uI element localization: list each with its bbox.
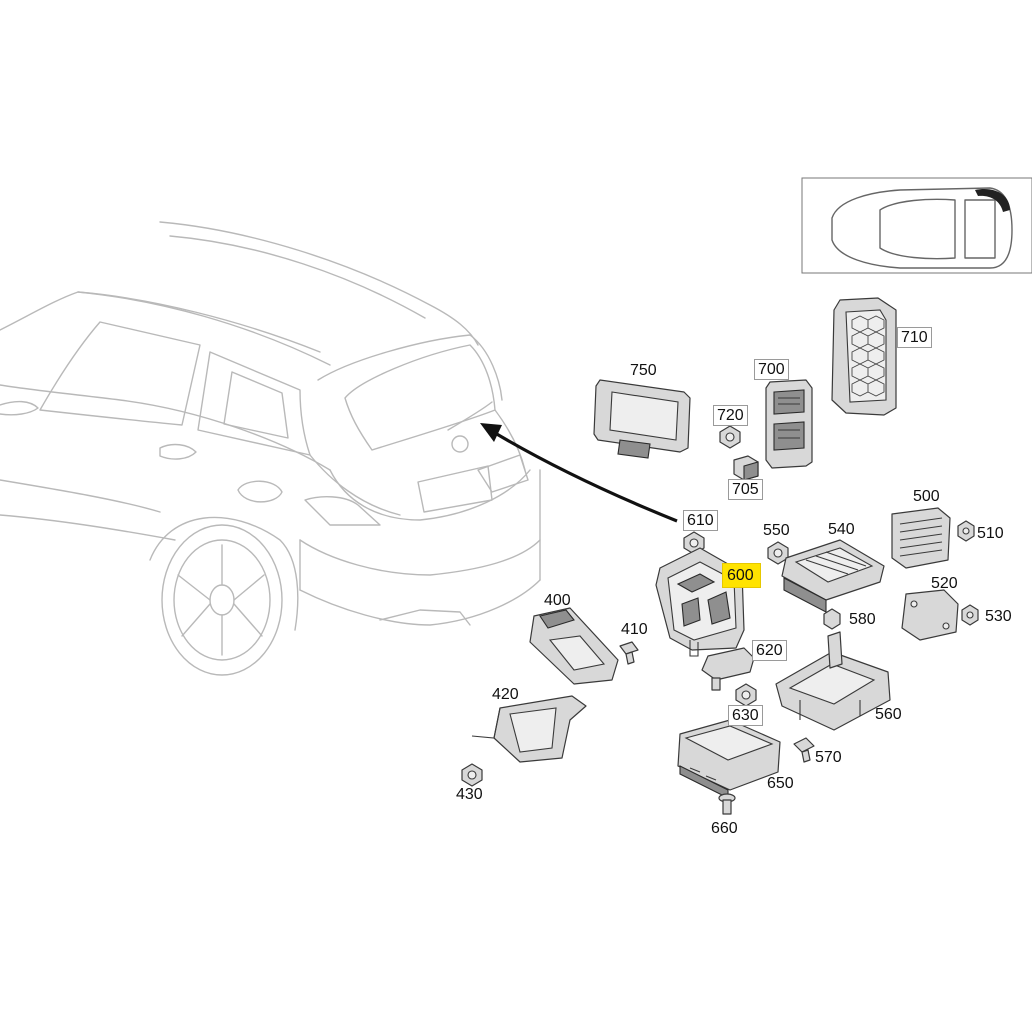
callout-580[interactable]: 580: [849, 611, 876, 628]
callout-400[interactable]: 400: [544, 592, 571, 609]
part-580-nut[interactable]: [823, 608, 841, 630]
callout-660[interactable]: 660: [711, 820, 738, 837]
callout-510[interactable]: 510: [977, 525, 1004, 542]
part-750-module[interactable]: [593, 379, 691, 459]
callout-650[interactable]: 650: [767, 775, 794, 792]
part-530-nut[interactable]: [961, 604, 979, 626]
callout-750[interactable]: 750: [630, 362, 657, 379]
part-420-bracket[interactable]: [471, 695, 587, 763]
callout-550[interactable]: 550: [763, 522, 790, 539]
part-720-nut[interactable]: [719, 425, 741, 449]
part-630-nut[interactable]: [735, 683, 757, 707]
callout-720[interactable]: 720: [713, 405, 748, 426]
part-705-relay[interactable]: [733, 455, 759, 481]
callout-630[interactable]: 630: [728, 705, 763, 726]
callout-700[interactable]: 700: [754, 359, 789, 380]
callout-420[interactable]: 420: [492, 686, 519, 703]
vehicle-outline: [0, 221, 541, 676]
part-510-nut[interactable]: [957, 520, 975, 542]
part-700-relay-carrier[interactable]: [765, 379, 813, 469]
part-710-bracket[interactable]: [831, 297, 897, 416]
callout-705[interactable]: 705: [728, 479, 763, 500]
callout-560[interactable]: 560: [875, 706, 902, 723]
callout-570[interactable]: 570: [815, 749, 842, 766]
location-arrow: [480, 423, 678, 523]
part-570-bolt[interactable]: [793, 737, 815, 763]
callout-620[interactable]: 620: [752, 640, 787, 661]
part-540-module[interactable]: [781, 539, 885, 613]
part-560-frame[interactable]: [775, 631, 891, 731]
part-500-module[interactable]: [891, 507, 951, 569]
callout-610[interactable]: 610: [683, 510, 718, 531]
callout-530[interactable]: 530: [985, 608, 1012, 625]
part-660-bolt[interactable]: [718, 793, 736, 815]
callout-600[interactable]: 600: [722, 563, 761, 588]
part-520-box[interactable]: [901, 589, 959, 641]
callout-520[interactable]: 520: [931, 575, 958, 592]
part-620-bracket[interactable]: [701, 647, 755, 691]
callout-540[interactable]: 540: [828, 521, 855, 538]
callout-710[interactable]: 710: [897, 327, 932, 348]
callout-410[interactable]: 410: [621, 621, 648, 638]
callout-430[interactable]: 430: [456, 786, 483, 803]
part-430-nut[interactable]: [461, 763, 483, 787]
part-410-bolt[interactable]: [619, 641, 639, 665]
part-550-nut[interactable]: [767, 541, 789, 565]
part-650-unit[interactable]: [677, 719, 781, 799]
callout-500[interactable]: 500: [913, 488, 940, 505]
inset-top-view: [801, 177, 1032, 274]
part-400-module[interactable]: [529, 607, 619, 685]
